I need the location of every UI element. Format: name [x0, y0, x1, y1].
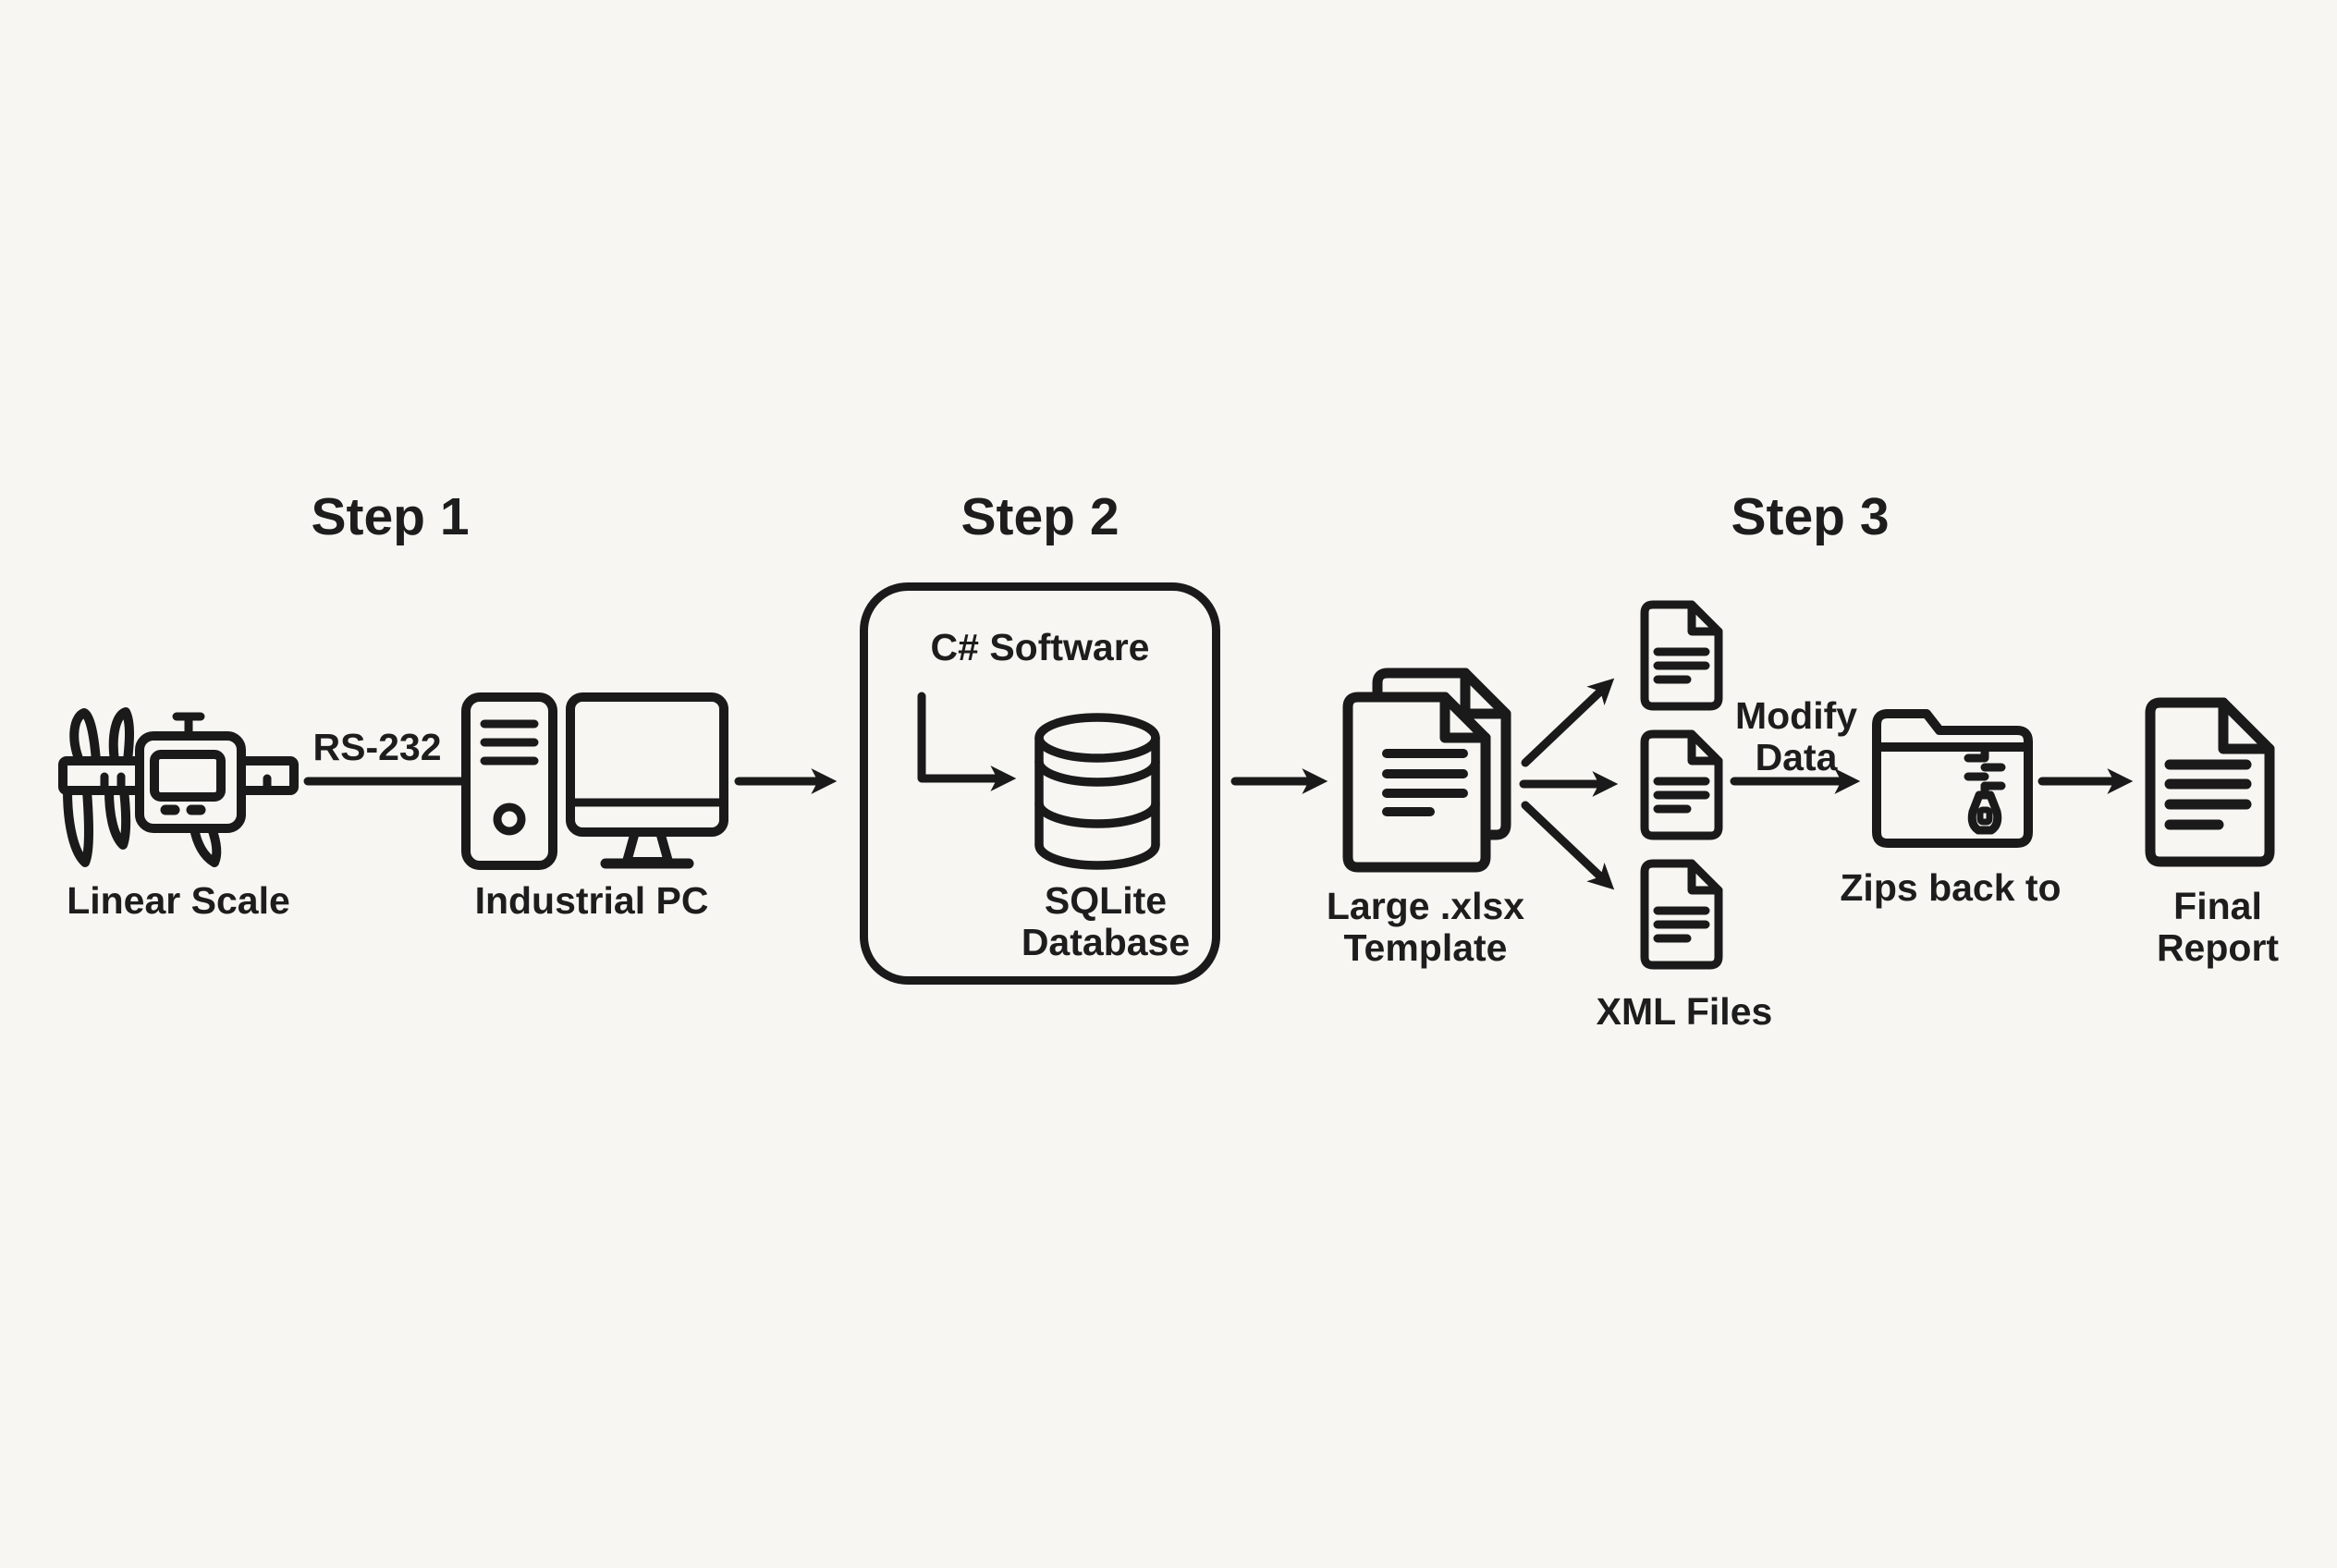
modify-data-label: Modify Data — [1718, 694, 1875, 779]
rs232-label: RS-232 — [312, 726, 442, 768]
final-report-line2: Report — [2156, 926, 2280, 970]
sqlite-line1: SQLite — [1044, 879, 1168, 922]
sqlite-line2: Database — [1021, 921, 1191, 964]
rs232-line — [303, 777, 469, 786]
xml-file-icon — [1640, 729, 1723, 840]
xlsx-label-line1: Large .xlsx — [1326, 885, 1525, 927]
final-report-line1: Final — [2173, 885, 2262, 927]
arrow-right-icon — [734, 768, 838, 794]
zips-back-to-label: Zips back to — [1840, 866, 2062, 909]
industrial-pc-icon — [461, 692, 728, 870]
software-box — [860, 582, 1220, 985]
xml-file-icon — [1640, 859, 1723, 970]
l-arrow-icon — [917, 692, 1017, 791]
documents-stack-icon — [1342, 668, 1511, 873]
xlsx-label-line2: Template — [1343, 926, 1508, 970]
zip-folder-icon — [1872, 709, 2033, 848]
arrow-right-icon — [1230, 768, 1328, 794]
arrow-right-icon — [2037, 768, 2134, 794]
csharp-software-label: C# Software — [930, 626, 1150, 668]
final-report-label: Final Report — [2079, 885, 2337, 970]
step3-title: Step 3 — [1731, 487, 1890, 546]
sqlite-database-label: SQLite Database — [967, 879, 1244, 964]
arrow-right-icon — [1730, 768, 1861, 794]
industrial-pc-label: Industrial PC — [474, 879, 709, 922]
report-document-icon — [2145, 697, 2275, 867]
step2-title: Step 2 — [960, 487, 1120, 546]
xml-files-label: XML Files — [1596, 990, 1773, 1033]
modify-data-line2: Data — [1755, 736, 1838, 779]
caliper-icon — [58, 707, 299, 867]
step1-title: Step 1 — [311, 487, 470, 546]
linear-scale-label: Linear Scale — [67, 879, 290, 922]
database-cylinder-icon — [1034, 713, 1160, 870]
modify-data-line1: Modify — [1734, 694, 1858, 737]
xml-file-icon — [1640, 600, 1723, 711]
fan-arrows-icon — [1519, 678, 1619, 890]
xlsx-template-label: Large .xlsx Template — [1287, 885, 1564, 970]
